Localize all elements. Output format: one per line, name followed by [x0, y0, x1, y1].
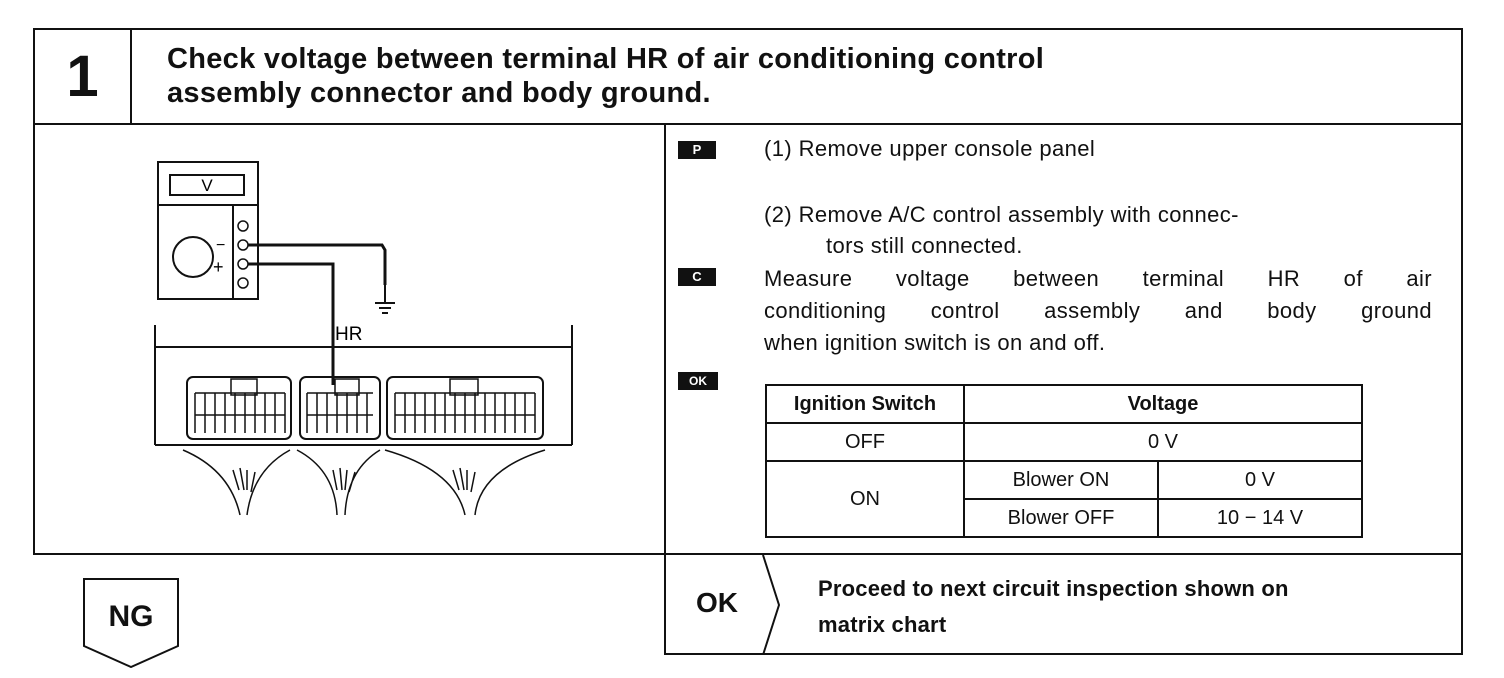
voltmeter-body: [157, 161, 259, 300]
ok-arrow-divider-icon: [762, 555, 781, 655]
ng-result-box: NG: [83, 578, 179, 668]
ok-result-box: OK Proceed to next circuit inspection sh…: [664, 553, 1463, 655]
instruction-panel: P (1) Remove upper console panel (2) Rem…: [666, 125, 1461, 553]
check-badge: C: [678, 268, 716, 286]
connector-left: [186, 376, 292, 440]
blower-off-value: 10 − 14 V: [1157, 498, 1363, 538]
blower-off-label: Blower OFF: [963, 498, 1159, 538]
table-header-ignition: Ignition Switch: [765, 384, 965, 424]
row-off-value: 0 V: [963, 422, 1363, 462]
prep-badge: P: [678, 141, 716, 159]
wiring-diagram: V − + HR: [35, 125, 666, 553]
blower-on-value: 0 V: [1157, 460, 1363, 500]
connector-right: [386, 376, 544, 440]
ok-result-label: OK: [696, 587, 738, 618]
row-off-label: OFF: [765, 422, 965, 462]
prep-step-2-line2: tors still connected.: [826, 233, 1023, 258]
step-body: V − + HR: [35, 125, 1461, 553]
ok-badge: OK: [678, 372, 718, 390]
ng-result-label: NG: [108, 600, 154, 633]
voltmeter-display: [169, 174, 245, 196]
step-title-line2: assembly connector and body ground.: [167, 77, 711, 109]
inspection-step-frame: 1 Check voltage between terminal HR of a…: [33, 28, 1463, 555]
step-title-line1: Check voltage between terminal HR of air…: [167, 43, 1045, 75]
control-assembly-body: [154, 325, 573, 446]
hr-terminal-label: HR: [335, 324, 362, 345]
voltmeter-unit-label: V: [201, 176, 213, 195]
voltmeter-connection-diagram: V − + HR: [154, 161, 573, 516]
ok-result-text: Proceed to next circuit inspection shown…: [818, 571, 1289, 643]
ok-result-line2: matrix chart: [818, 612, 947, 637]
minus-terminal-label: −: [216, 237, 225, 254]
check-line2: conditioning control assembly and body g…: [764, 298, 1432, 323]
check-line3: when ignition switch is on and off.: [764, 330, 1106, 355]
step-title: Check voltage between terminal HR of air…: [167, 42, 1317, 110]
prep-step-2-line1: (2) Remove A/C control assembly with con…: [764, 202, 1239, 227]
row-on-label: ON: [765, 460, 965, 538]
voltmeter-dial-icon: [172, 236, 214, 278]
plus-terminal-label: +: [213, 257, 224, 277]
table-header-voltage: Voltage: [963, 384, 1363, 424]
prep-step-1: (1) Remove upper console panel: [764, 136, 1096, 161]
voltage-spec-table: Ignition Switch Voltage OFF 0 V ON Blowe…: [765, 384, 1363, 538]
negative-lead: [248, 243, 387, 285]
blower-on-label: Blower ON: [963, 460, 1159, 500]
step-header: 1 Check voltage between terminal HR of a…: [35, 30, 1461, 125]
step-number: 1: [35, 30, 132, 123]
ok-result-line1: Proceed to next circuit inspection shown…: [818, 576, 1289, 601]
check-line1: Measure voltage between terminal HR of a…: [764, 266, 1432, 291]
positive-lead: [248, 262, 335, 385]
wire-harness: [182, 449, 546, 516]
connector-middle: [299, 376, 381, 440]
ng-pentagon-icon: [83, 578, 179, 668]
